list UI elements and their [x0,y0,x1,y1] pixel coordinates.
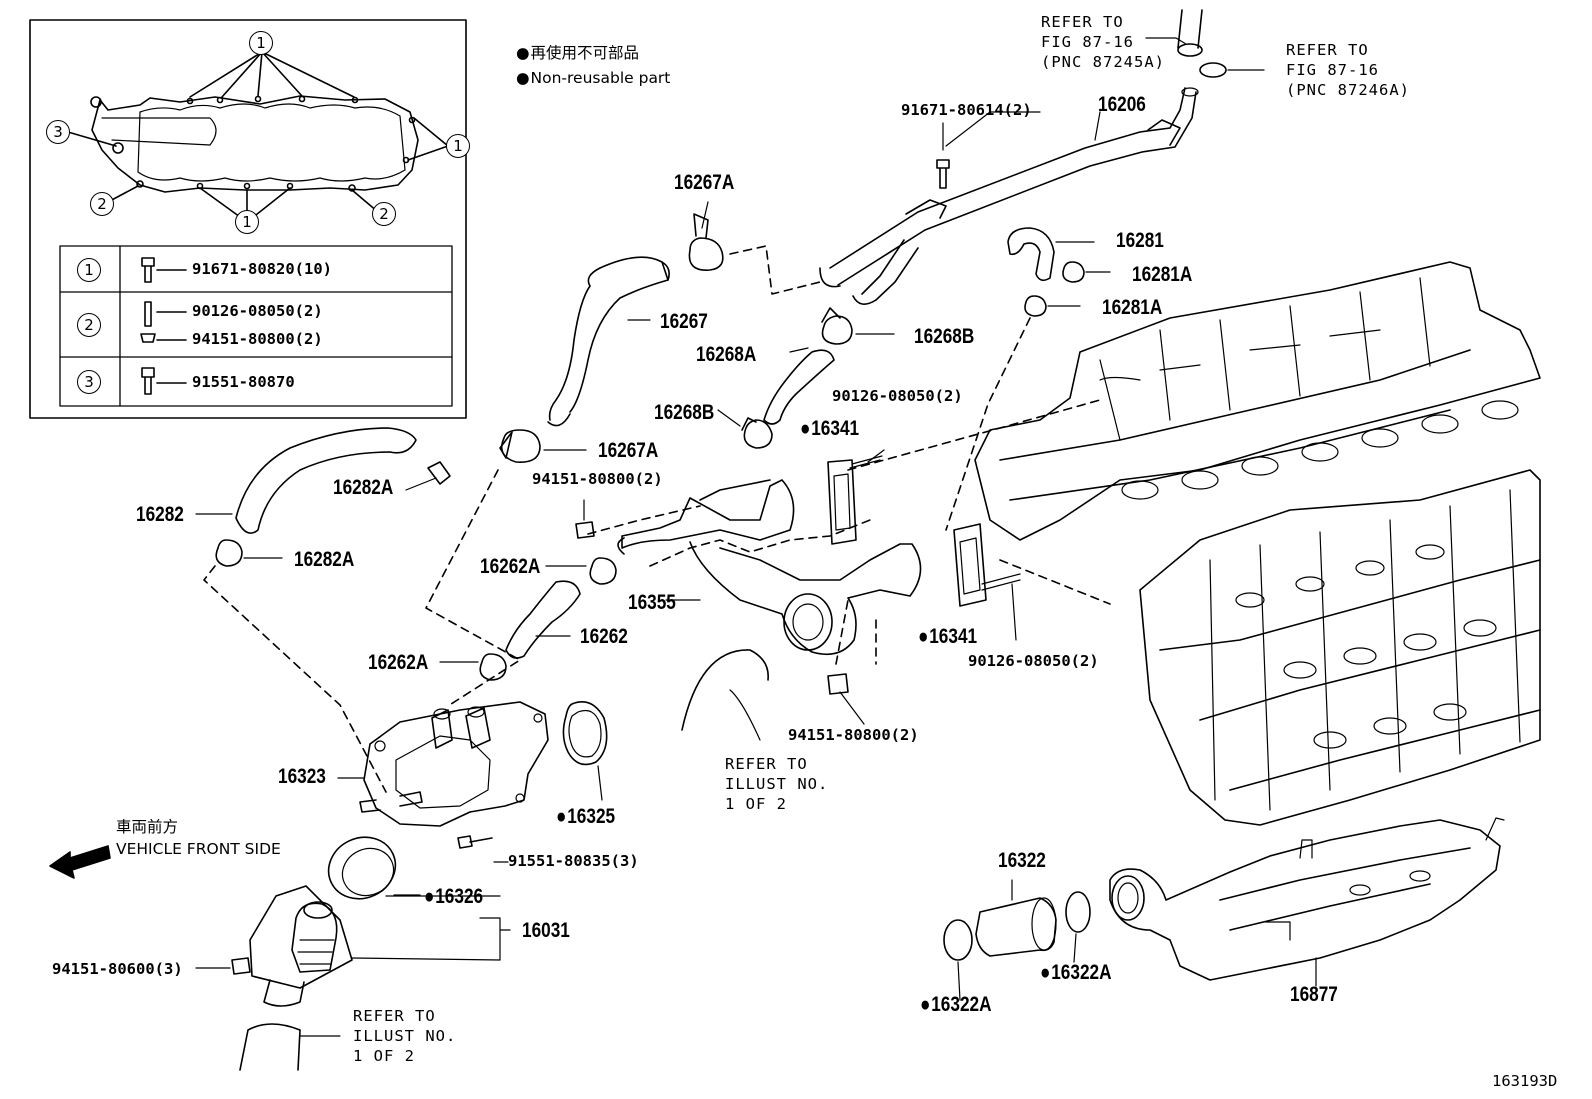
part-90126-08050-b: 90126-08050(2) [968,652,1099,670]
part-16281a-b: 16281A [1102,296,1163,319]
table-part-2b: 94151-80800(2) [192,330,323,348]
part-94151-80600: 94151-80600(3) [52,960,183,978]
part-94151-80800-a: 94151-80800(2) [532,470,663,488]
part-16281: 16281 [1116,229,1164,252]
ref-illust-lower: REFER TO ILLUST NO. 1 OF 2 [353,1007,457,1065]
legend-jp-text: 再使用不可部品 [530,44,640,62]
part-16341-b: 16341 [918,626,977,647]
part-16267a-b: 16267A [598,439,659,462]
part-16262: 16262 [580,625,628,648]
table-part-1a: 91671-80820(10) [192,260,332,278]
part-16322: 16322 [998,849,1046,872]
part-16262a-a: 16262A [480,555,541,578]
part-16326: 16326 [424,886,483,907]
legend-en-text: Non-reusable part [530,69,671,87]
part-16282a-a: 16282A [333,476,394,499]
direction-jp: 車両前方 [116,818,179,836]
table-key-1: 1 [77,258,101,282]
table-key-2: 2 [77,313,101,337]
table-part-3a: 91551-80870 [192,373,295,391]
inset-callout-1-right: 1 [446,134,470,158]
part-16268b-b: 16268B [654,401,715,424]
part-16341-a: 16341 [800,418,859,439]
inset-gasket-outline [91,95,419,193]
part-16323: 16323 [278,765,326,788]
part-16206: 16206 [1098,93,1146,116]
part-16341-b-text: 16341 [929,625,978,648]
ref-fig-87246a: REFER TO FIG 87-16 (PNC 87246A) [1286,41,1410,99]
part-16267: 16267 [660,310,708,333]
part-16322a-b-text: 16322A [931,993,992,1016]
inset-callout-2-right: 2 [372,202,396,226]
part-16877: 16877 [1290,983,1338,1006]
part-16282a-b: 16282A [294,548,355,571]
part-94151-80800-b: 94151-80800(2) [788,726,919,744]
part-16031: 16031 [522,919,570,942]
part-16268b-a: 16268B [914,325,975,348]
table-key-3: 3 [77,370,101,394]
part-16355: 16355 [628,591,676,614]
part-16341-a-text: 16341 [811,417,860,440]
legend-jp: 再使用不可部品 [516,44,640,62]
part-16282: 16282 [136,503,184,526]
part-16326-text: 16326 [435,885,484,908]
inset-callout-1-bottom: 1 [235,210,259,234]
direction-arrow-icon [44,854,45,855]
part-16322a-a: 16322A [1040,961,1112,984]
inset-callout-2-left: 2 [90,192,114,216]
part-16262a-b: 16262A [368,651,429,674]
part-16267a-top: 16267A [674,171,735,194]
part-16322a-a-text: 16322A [1051,961,1112,984]
part-91551-80835: 91551-80835(3) [508,852,639,870]
part-16268a: 16268A [696,343,757,366]
direction-en: VEHICLE FRONT SIDE [116,840,281,858]
part-91671-80614: 91671-80614(2) [901,101,1032,119]
part-16325-text: 16325 [567,805,616,828]
ref-illust-upper: REFER TO ILLUST NO. 1 OF 2 [725,755,829,813]
inset-callout-3: 3 [46,120,70,144]
inset-box [29,19,467,419]
figure-id: 163193D [1492,1072,1558,1090]
part-16281a-a: 16281A [1132,263,1193,286]
part-16322a-b: 16322A [920,993,992,1016]
legend-en: Non-reusable part [516,69,671,87]
table-part-2a: 90126-08050(2) [192,302,323,320]
part-16325: 16325 [556,806,615,827]
ref-fig-87245a: REFER TO FIG 87-16 (PNC 87245A) [1041,13,1165,71]
inset-callout-1-top: 1 [249,31,273,55]
part-90126-08050-a: 90126-08050(2) [832,387,963,405]
